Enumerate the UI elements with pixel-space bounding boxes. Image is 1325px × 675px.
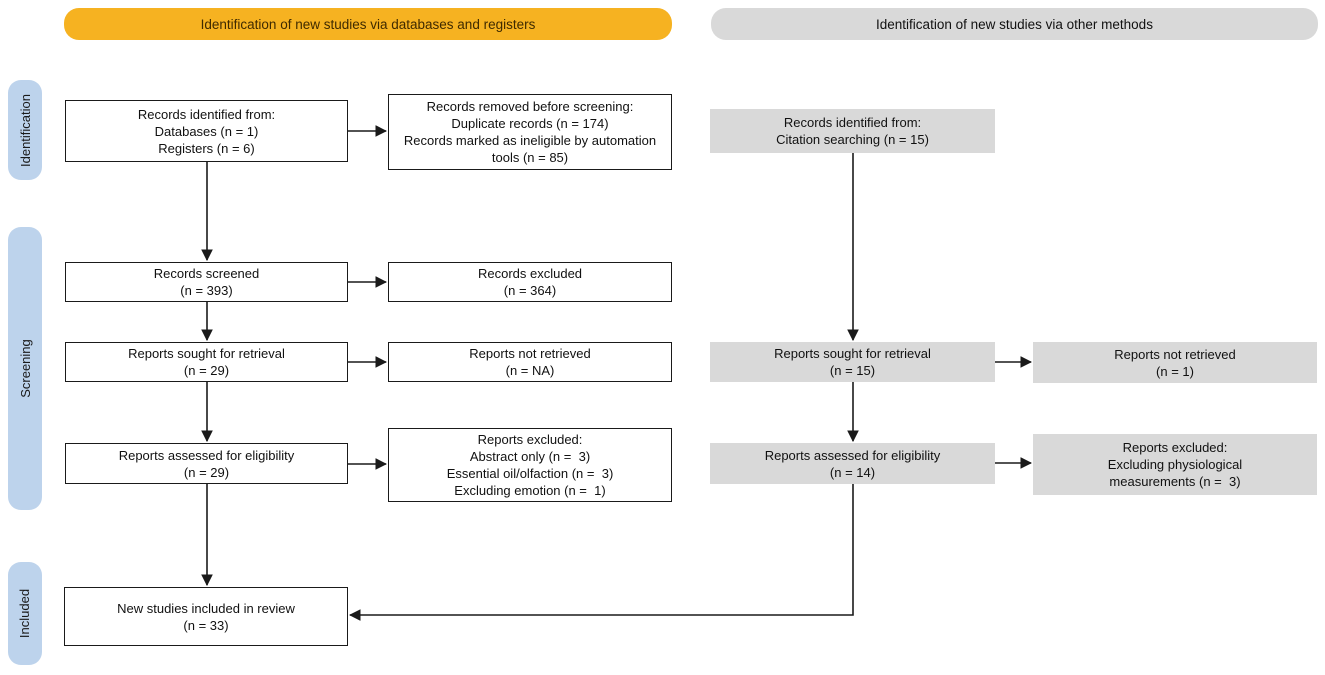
stage-label-included: Included <box>8 562 42 665</box>
header-databases-registers: Identification of new studies via databa… <box>64 8 672 40</box>
header-other-methods: Identification of new studies via other … <box>711 8 1318 40</box>
box-reports-sought-retrieval-other: Reports sought for retrieval (n = 15) <box>710 342 995 382</box>
box-new-studies-included: New studies included in review (n = 33) <box>64 587 348 646</box>
arrow-assessed2-to-included <box>350 484 854 615</box>
stage-label-screening: Screening <box>8 227 42 510</box>
stage-label-screening-text: Screening <box>17 339 33 398</box>
header-databases-registers-label: Identification of new studies via databa… <box>200 16 536 32</box>
box-reports-sought-retrieval-databases: Reports sought for retrieval (n = 29) <box>65 342 348 382</box>
box-reports-excluded-other: Reports excluded: Excluding physiologica… <box>1033 434 1317 495</box>
box-records-screened: Records screened (n = 393) <box>65 262 348 302</box>
box-reports-not-retrieved-other: Reports not retrieved (n = 1) <box>1033 342 1317 383</box>
stage-label-identification: Identification <box>8 80 42 180</box>
box-records-identified-databases: Records identified from: Databases (n = … <box>65 100 348 162</box>
box-records-removed-before-screening: Records removed before screening: Duplic… <box>388 94 672 170</box>
box-reports-assessed-eligibility-other: Reports assessed for eligibility (n = 14… <box>710 443 995 484</box>
box-records-excluded: Records excluded (n = 364) <box>388 262 672 302</box>
box-records-identified-citation: Records identified from: Citation search… <box>710 109 995 153</box>
stage-label-included-text: Included <box>17 588 33 639</box>
box-reports-not-retrieved-databases: Reports not retrieved (n = NA) <box>388 342 672 382</box>
stage-label-identification-text: Identification <box>17 93 33 167</box>
box-reports-assessed-eligibility-databases: Reports assessed for eligibility (n = 29… <box>65 443 348 484</box>
box-reports-excluded-databases: Reports excluded: Abstract only (n = 3) … <box>388 428 672 502</box>
header-other-methods-label: Identification of new studies via other … <box>876 16 1153 32</box>
